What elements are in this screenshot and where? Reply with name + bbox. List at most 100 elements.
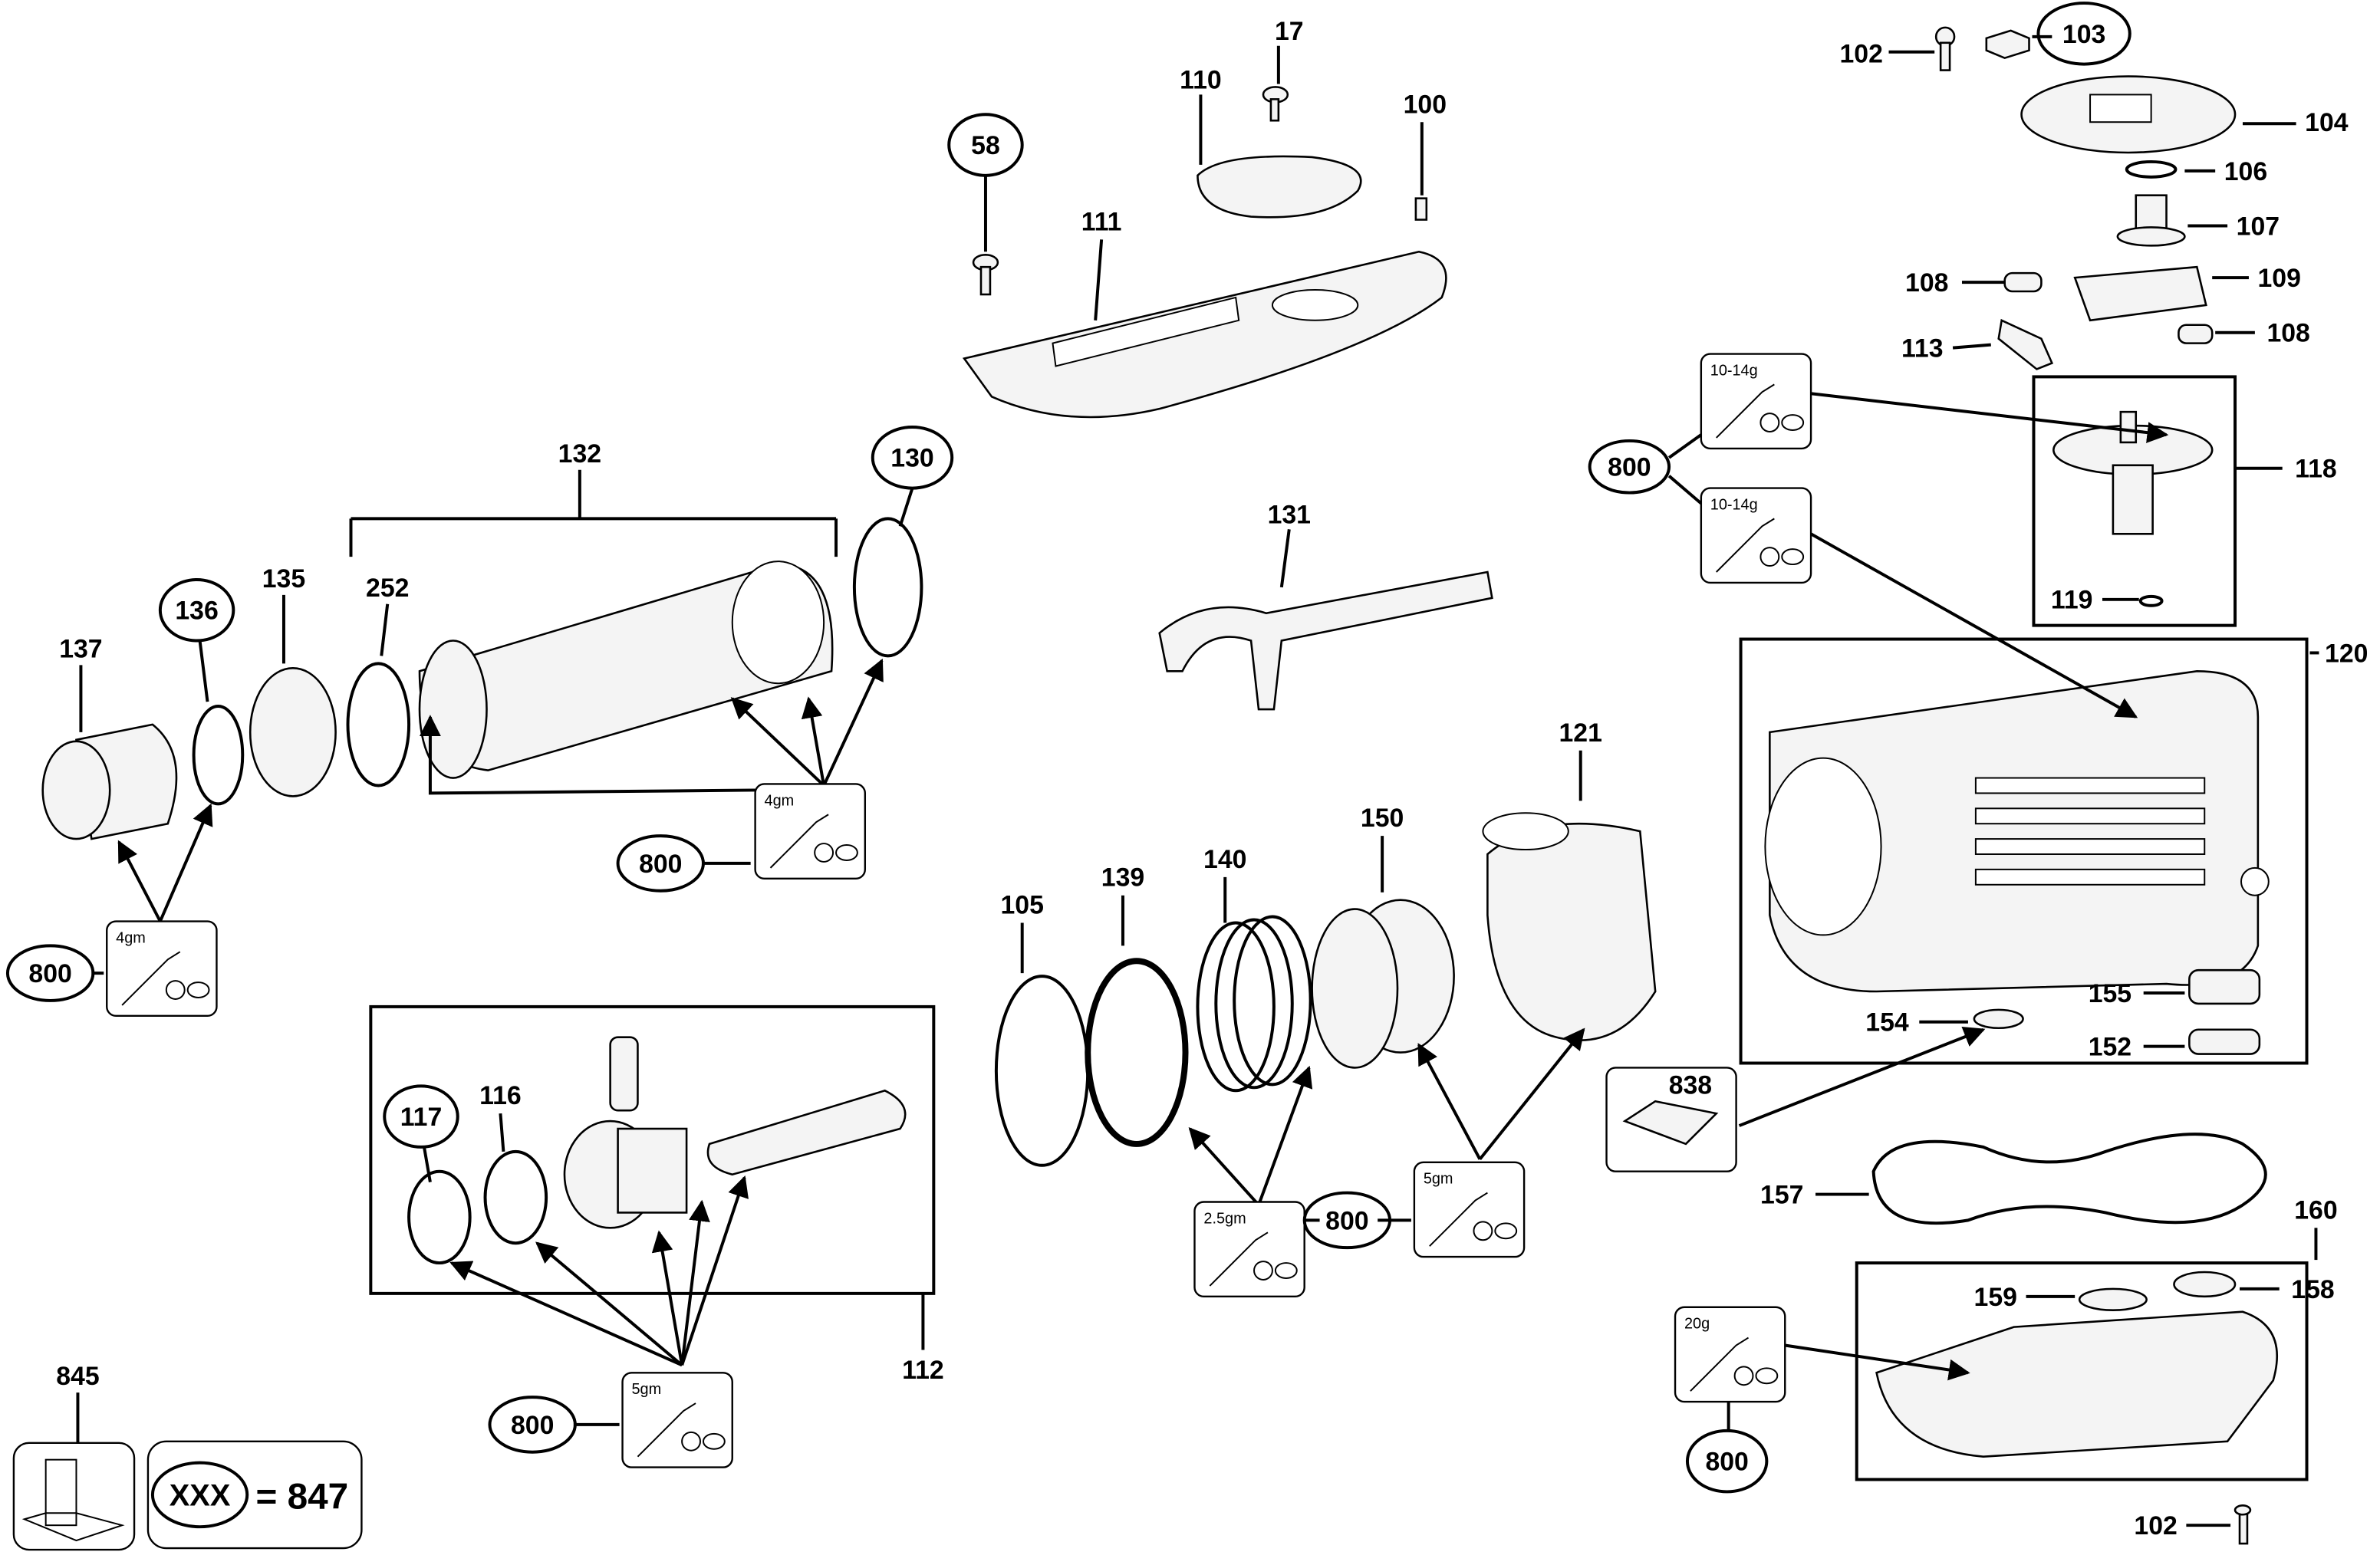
grease-amount: 2.5gm: [1203, 1210, 1246, 1227]
part-label: 108: [2266, 319, 2309, 348]
part-bearing-159: [2026, 1287, 2148, 1312]
part-cap-110: [1197, 94, 1362, 219]
part-plate-104: [2020, 75, 2296, 154]
part-clip-838: [1605, 1026, 1986, 1172]
part-label: 108: [1905, 268, 1948, 298]
part-label: 158: [2291, 1275, 2334, 1304]
grease-box: 5gm: [621, 1372, 733, 1468]
part-label: 109: [2258, 264, 2301, 293]
grease-box: 10-14g: [1700, 353, 1812, 450]
part-screw-17: [1262, 45, 1289, 122]
part-gear-cover-160: [1875, 1310, 2279, 1458]
part-collar-137: [41, 665, 178, 840]
part-guide-131: [1158, 529, 1493, 711]
part-label: 800: [1608, 453, 1651, 482]
grease-amount: 5gm: [631, 1381, 661, 1398]
part-carrier-109: [2073, 265, 2249, 322]
part-sleeve-135: [249, 594, 337, 797]
legend-symbol: XXX: [170, 1478, 231, 1512]
part-label: 140: [1203, 845, 1246, 874]
part-gear-housing-120: [1764, 670, 2270, 993]
grease-amount: 10-14g: [1710, 496, 1758, 513]
part-label: 120: [2325, 639, 2368, 668]
part-label: 100: [1404, 90, 1447, 119]
part-label: 800: [1705, 1448, 1748, 1477]
grease-amount: 4gm: [765, 792, 795, 809]
part-label: 838: [1669, 1070, 1712, 1100]
part-ring-gear-121: [1482, 750, 1657, 1041]
grease-arrows-gear: [1667, 392, 2169, 1431]
part-label: 106: [2224, 157, 2267, 186]
part-bearing-155: [2143, 968, 2261, 1005]
grease-box: 4gm: [106, 920, 218, 1018]
part-bearing-154: [1919, 1008, 2024, 1030]
part-spring-140: [1196, 876, 1312, 1093]
part-label: 104: [2305, 108, 2349, 137]
grease-amount: 10-14g: [1710, 362, 1758, 379]
part-housing-cover-111: [962, 239, 1447, 419]
part-label: 112: [902, 1356, 944, 1385]
part-label: 155: [2089, 979, 2131, 1008]
grease-box: 10-14g: [1700, 487, 1812, 584]
part-ring-116: [483, 1113, 548, 1245]
part-label: 800: [639, 850, 682, 879]
part-label: 102: [2134, 1511, 2177, 1540]
part-screw-102-top: [1888, 26, 1956, 71]
grease-amount: 20g: [1684, 1316, 1710, 1333]
part-label: 800: [28, 959, 71, 988]
part-label: 111: [1081, 207, 1122, 236]
part-piston-assembly-112: [563, 1036, 907, 1229]
grease-box: 2.5gm: [1193, 1201, 1305, 1298]
part-label: 130: [890, 444, 933, 473]
part-washer-117: [407, 1146, 472, 1265]
grease-box: 4gm: [754, 783, 867, 880]
part-label: 154: [1865, 1008, 1909, 1037]
part-label: 800: [1325, 1206, 1368, 1235]
grease-amount: 5gm: [1424, 1171, 1453, 1188]
part-gear-118: [2052, 410, 2214, 535]
part-spring-108-left: [1961, 271, 2043, 293]
part-block-103: [1985, 29, 2052, 60]
bracket-132: [349, 469, 838, 557]
part-pin-100: [1414, 122, 1428, 221]
assembly-box-120: [1739, 637, 2309, 1065]
grease-arrows-barrel: [91, 658, 884, 975]
legend-equals: = 847: [255, 1476, 348, 1517]
part-screw-102-bottom: [2186, 1504, 2252, 1545]
part-label: 117: [400, 1103, 443, 1132]
grease-arrows-piston: [449, 1175, 749, 1426]
assembly-box-160: [1855, 1261, 2309, 1481]
part-label: 113: [1901, 334, 1944, 363]
grease-amount: 4gm: [116, 929, 146, 946]
part-oring-130: [852, 487, 923, 658]
part-bushing-152: [2143, 1028, 2261, 1055]
part-label: 137: [59, 634, 102, 663]
grease-box: 20g: [1674, 1306, 1786, 1403]
part-screw-58: [972, 175, 999, 296]
part-label: 103: [2062, 20, 2105, 49]
part-label: 110: [1180, 65, 1222, 94]
part-label: 17: [1275, 17, 1304, 46]
part-label: 136: [175, 597, 218, 626]
part-stand-845: [12, 1392, 136, 1551]
legend-box: XXX = 847: [146, 1440, 363, 1550]
grease-box: 5gm: [1413, 1161, 1526, 1258]
part-gasket-157: [1815, 1133, 2267, 1225]
assembly-box-112: [369, 1004, 936, 1295]
part-washer-119: [2102, 594, 2164, 607]
part-label: 135: [262, 564, 305, 593]
part-label: 119: [2051, 586, 2093, 615]
part-label: 845: [56, 1362, 99, 1391]
part-label: 139: [1101, 863, 1144, 893]
part-cylinder-132: [418, 561, 834, 779]
part-label: 105: [1001, 891, 1044, 920]
part-spring-108-right: [2178, 324, 2255, 344]
part-label: 152: [2089, 1033, 2131, 1062]
part-label: 121: [1559, 718, 1602, 748]
part-oring-106: [2125, 159, 2216, 179]
part-oring-105: [994, 922, 1090, 1167]
part-label: 150: [1361, 804, 1404, 833]
part-label: 800: [511, 1411, 554, 1440]
part-label: 118: [2295, 455, 2337, 484]
